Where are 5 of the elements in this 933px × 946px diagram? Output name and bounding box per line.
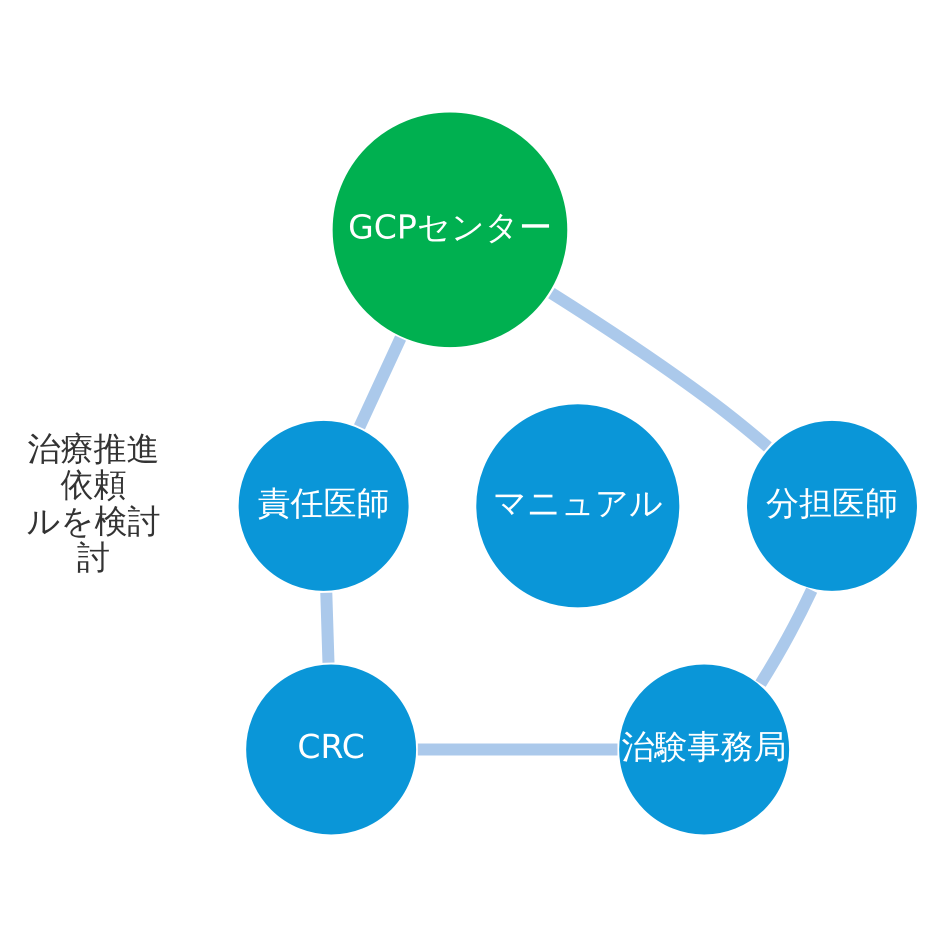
connector — [548, 288, 772, 451]
connector — [320, 592, 334, 662]
connector — [418, 742, 618, 756]
connector — [755, 587, 818, 686]
connector — [354, 335, 406, 429]
